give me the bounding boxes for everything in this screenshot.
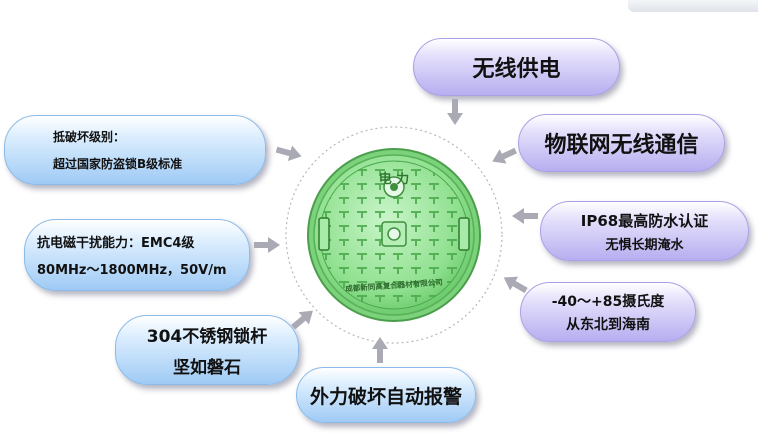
arrow-icon <box>447 99 463 125</box>
feature-wireless-power-text: 无线供电 <box>472 57 561 82</box>
cover-outer-dotted-ring <box>285 126 503 344</box>
feature-emc: 抗电磁干扰能力：EMC4级 80MHz～1800MHz，50V/m <box>24 219 250 291</box>
arrow-icon <box>372 337 388 363</box>
feature-wireless-power: 无线供电 <box>413 38 620 96</box>
feature-temperature-line2: 从东北到海南 <box>566 316 650 333</box>
arrow-icon <box>512 208 538 224</box>
feature-break-resistance: 抵破坏级别： 超过国家防盗锁B级标准 <box>4 115 266 185</box>
feature-iot-wireless: 物联网无线通信 <box>518 114 725 172</box>
feature-tamper-alarm: 外力破坏自动报警 <box>296 367 476 423</box>
feature-ip68: IP68最高防水认证 无惧长期淹水 <box>540 201 749 261</box>
feature-iot-wireless-text: 物联网无线通信 <box>544 133 699 158</box>
arrow-icon <box>288 305 318 334</box>
feature-break-line2: 超过国家防盗锁B级标准 <box>53 157 183 171</box>
feature-steel-lock-rod: 304不锈钢锁杆 坚如磐石 <box>115 315 299 385</box>
arrow-icon <box>500 271 531 298</box>
feature-steel-line2: 坚如磐石 <box>173 358 241 378</box>
manhole-cover-diagram <box>285 126 503 344</box>
arrow-icon <box>274 142 303 164</box>
feature-temperature-line1: -40～+85摄氏度 <box>551 293 665 310</box>
feature-steel-line1: 304不锈钢锁杆 <box>146 327 268 347</box>
feature-tamper-alarm-text: 外力破坏自动报警 <box>309 385 462 408</box>
feature-emc-line1: 抗电磁干扰能力：EMC4级 <box>37 236 195 251</box>
arrow-icon <box>489 143 519 168</box>
cover-left-handle <box>318 217 330 251</box>
cover-label: 电 力 <box>378 172 410 187</box>
feature-break-line1: 抵破坏级别： <box>53 130 126 144</box>
feature-ip68-line1: IP68最高防水认证 <box>580 211 709 230</box>
feature-ip68-line2: 无惧长期淹水 <box>605 237 684 253</box>
feature-emc-line2: 80MHz～1800MHz，50V/m <box>37 263 227 278</box>
cover-sensor-hole <box>387 227 401 241</box>
top-right-decoration-bar <box>628 0 758 12</box>
cover-right-handle <box>458 217 470 251</box>
arrow-icon <box>254 237 280 253</box>
feature-temperature: -40～+85摄氏度 从东北到海南 <box>520 282 696 342</box>
